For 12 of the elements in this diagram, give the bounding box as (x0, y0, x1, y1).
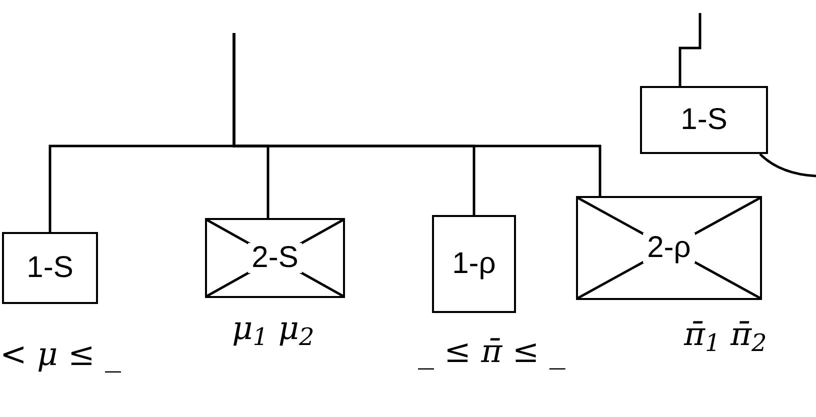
box (2, 232, 98, 304)
math-expression: _ ≤ π̄ ≤ _ (418, 335, 566, 367)
math-expression: π̄$_{1}$ π̄$_{2}$ (684, 318, 768, 350)
connector-line (759, 153, 816, 178)
connector-line (678, 13, 702, 86)
math-expression: < μ ≤ _ (0, 338, 122, 370)
box (640, 86, 768, 154)
box-label: 2-ρ (643, 233, 695, 263)
box-label: 2-S (248, 243, 302, 273)
connector-line (232, 33, 602, 196)
math-expression: μ$_{1}$ μ$_{2}$ (232, 312, 316, 344)
box (432, 215, 516, 313)
